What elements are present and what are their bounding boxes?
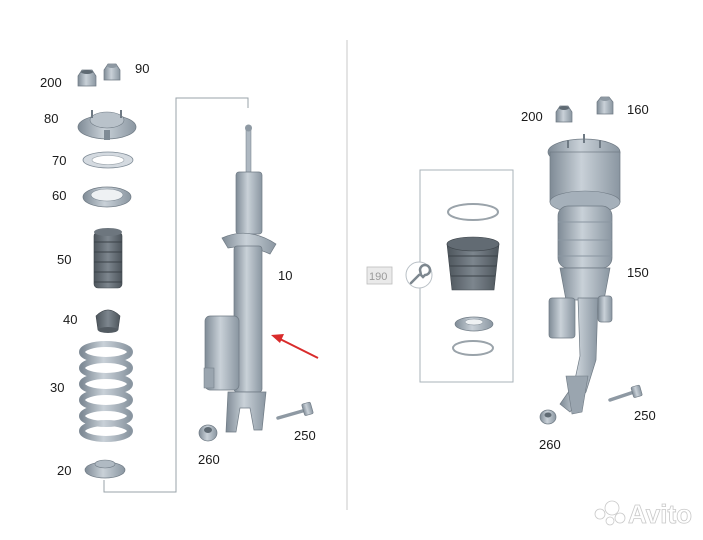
label-30: 30 [50,380,64,395]
label-200-left: 200 [40,75,62,90]
bump-stop-40-part [95,309,121,333]
label-190-box [366,266,393,285]
label-250-left: 250 [294,428,316,443]
cap-160-part [596,96,614,115]
lower-seat-20-part [84,459,126,479]
spring-pad-70-part [82,151,134,169]
nut-200-left-part [77,69,97,87]
coil-spring-30-part [79,341,133,442]
label-80: 80 [44,111,58,126]
cap-90-part [103,63,121,81]
bearing-60-part [82,186,132,208]
label-40: 40 [63,312,77,327]
bushing-260-right-part [539,409,557,425]
top-mount-80-part [77,110,137,140]
avito-watermark: Avito [594,499,692,529]
label-160: 160 [627,102,649,117]
clamp-ring-lower-part [452,340,494,356]
label-60: 60 [52,188,66,203]
label-90: 90 [135,61,149,76]
boot-part [446,236,500,291]
watermark-text: Avito [628,499,692,529]
label-10: 10 [278,268,292,283]
label-20: 20 [57,463,71,478]
bushing-260-left-part [198,424,218,442]
red-pointer-arrow [271,334,319,359]
bolt-250-left-part [276,401,314,420]
label-250-right: 250 [634,408,656,423]
wrench-icon [405,261,433,289]
clamp-ring-upper-part [447,203,499,221]
label-70: 70 [52,153,66,168]
label-260-left: 260 [198,452,220,467]
label-200-right: 200 [521,109,543,124]
bellows-50-part [93,228,123,289]
label-190: 190 [369,271,387,283]
label-150: 150 [627,265,649,280]
label-260-right: 260 [539,437,561,452]
nut-200-right-part [555,105,573,123]
assembly-bracket-line [103,97,249,493]
label-50: 50 [57,252,71,267]
bolt-250-right-part [608,384,643,402]
air-strut-150-part [547,134,621,415]
washer-part [454,316,494,332]
shock-absorber-10-part [203,124,277,433]
